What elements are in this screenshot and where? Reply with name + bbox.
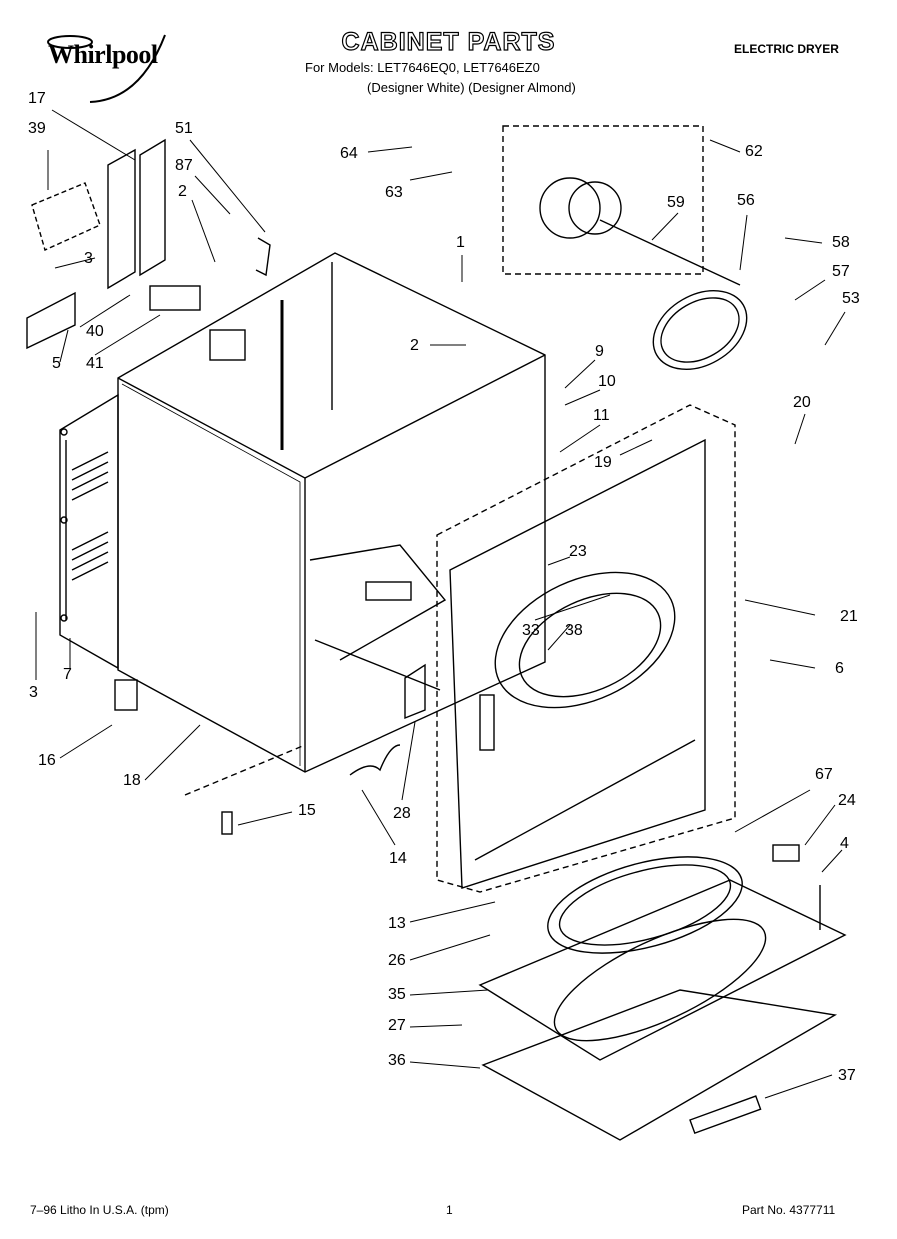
- callout-3b: 3: [29, 684, 38, 701]
- brand-logo: Whirlpool: [48, 40, 158, 69]
- callout-64: 64: [340, 145, 358, 162]
- callout-38: 38: [565, 622, 583, 639]
- page-title: CABINET PARTS: [341, 27, 556, 56]
- callout-6: 6: [835, 660, 844, 677]
- callout-21: 21: [840, 608, 858, 625]
- callout-27: 27: [388, 1017, 406, 1034]
- callout-3: 3: [84, 250, 93, 267]
- callout-20: 20: [793, 394, 811, 411]
- base-assembly: [478, 844, 847, 1141]
- callout-17: 17: [28, 90, 46, 107]
- models-line: For Models: LET7646EQ0, LET7646EZ0: [305, 60, 540, 75]
- callout-40: 40: [86, 323, 104, 340]
- callout-36: 36: [388, 1052, 406, 1069]
- whirlpool-swoosh-logo: [47, 34, 166, 103]
- footer-litho: 7–96 Litho In U.S.A. (tpm): [30, 1203, 169, 1217]
- callout-7: 7: [63, 666, 72, 683]
- callout-57: 57: [832, 263, 850, 280]
- callout-51: 51: [175, 120, 193, 137]
- callout-1: 1: [456, 234, 465, 251]
- callout-63: 63: [385, 184, 403, 201]
- callout-59: 59: [667, 194, 685, 211]
- callout-33: 33: [522, 622, 540, 639]
- motor-assembly: [502, 125, 748, 370]
- product-type: ELECTRIC DRYER: [734, 42, 839, 56]
- rear-panel: [59, 393, 119, 670]
- callout-5: 5: [52, 355, 61, 372]
- callout-11: 11: [593, 407, 610, 424]
- callout-4: 4: [840, 835, 849, 852]
- footer-page-number: 1: [446, 1203, 453, 1217]
- callout-87: 87: [175, 157, 193, 174]
- callout-leaders: [35, 109, 846, 1099]
- callout-9: 9: [595, 343, 604, 360]
- variants-line: (Designer White) (Designer Almond): [367, 80, 576, 95]
- callout-15: 15: [298, 802, 316, 819]
- callout-35: 35: [388, 986, 406, 1003]
- door-hinge-spring: [114, 663, 426, 835]
- callout-62: 62: [745, 143, 763, 160]
- callout-10: 10: [598, 373, 616, 390]
- callout-23: 23: [569, 543, 587, 560]
- callout-16: 16: [38, 752, 56, 769]
- callout-67: 67: [815, 766, 833, 783]
- callout-13: 13: [388, 915, 406, 932]
- cabinet-body: [117, 252, 546, 773]
- callout-56: 56: [737, 192, 755, 209]
- callout-18: 18: [123, 772, 141, 789]
- callout-58: 58: [832, 234, 850, 251]
- front-panel: [436, 404, 736, 893]
- callout-19: 19: [594, 454, 612, 471]
- callout-37: 37: [838, 1067, 856, 1084]
- callout-2: 2: [178, 183, 187, 200]
- callout-39: 39: [28, 120, 46, 137]
- callout-24: 24: [838, 792, 856, 809]
- callout-28: 28: [393, 805, 411, 822]
- callout-2b: 2: [410, 337, 419, 354]
- callout-41: 41: [86, 355, 104, 372]
- callout-14: 14: [389, 850, 407, 867]
- callout-53: 53: [842, 290, 860, 307]
- callout-26: 26: [388, 952, 406, 969]
- footer-part-number: Part No. 4377711: [742, 1203, 836, 1217]
- terminal-block-parts: [26, 138, 271, 350]
